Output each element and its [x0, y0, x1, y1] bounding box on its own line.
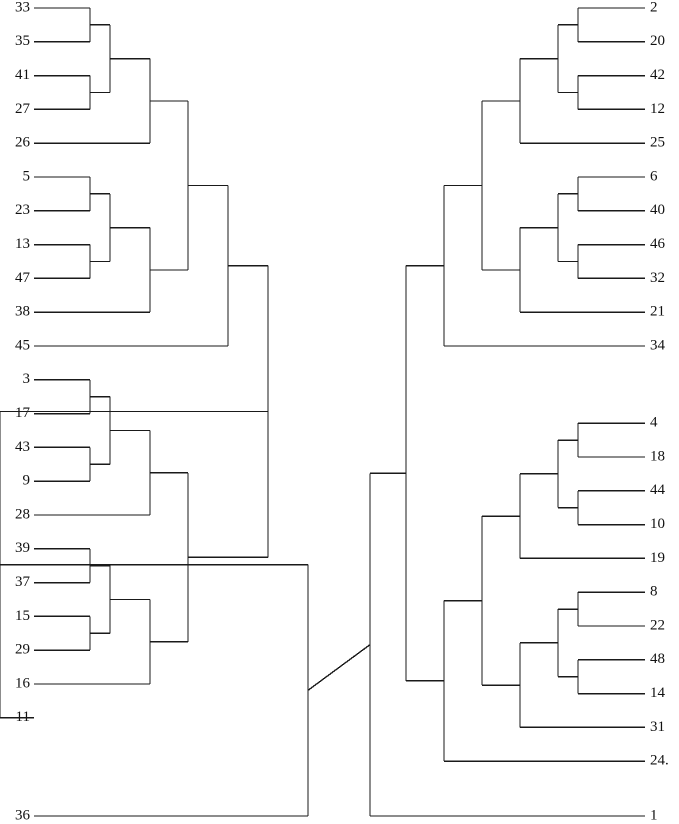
leaf-label-21: 21	[650, 304, 665, 320]
leaf-label-18: 18	[650, 448, 665, 464]
leaf-label-40: 40	[650, 202, 665, 218]
leaf-label-36: 36	[15, 807, 31, 823]
leaf-label-19: 19	[650, 550, 665, 566]
leaf-label-22: 22	[650, 617, 665, 633]
leaf-label-14: 14	[650, 685, 666, 701]
leaf-label-2: 2	[650, 0, 658, 15]
leaf-label-37: 37	[15, 574, 31, 590]
leaf-label-31: 31	[650, 719, 665, 735]
leaf-label-9: 9	[23, 473, 31, 489]
root-connector	[307, 644, 371, 691]
leaf-label-3: 3	[23, 371, 31, 387]
leaf-label-45: 45	[15, 337, 30, 353]
leaf-label-23: 23	[15, 202, 30, 218]
leaf-label-17: 17	[15, 405, 31, 421]
leaf-label-12: 12	[650, 101, 665, 117]
leaf-label-39: 39	[15, 540, 30, 556]
leaf-label-27: 27	[15, 101, 31, 117]
leaf-label-13: 13	[15, 236, 30, 252]
leaf-label-42: 42	[650, 67, 665, 83]
leaf-label-38: 38	[15, 304, 30, 320]
leaf-label-4: 4	[650, 415, 658, 431]
leaf-label-24: 24.	[650, 753, 669, 769]
leaf-label-35: 35	[15, 33, 30, 49]
leaf-label-8: 8	[650, 584, 658, 600]
leaf-label-20: 20	[650, 33, 665, 49]
leaf-label-44: 44	[650, 482, 666, 498]
leaf-label-41: 41	[15, 67, 30, 83]
leaf-label-47: 47	[15, 270, 31, 286]
leaf-label-33: 33	[15, 0, 30, 15]
leaf-label-43: 43	[15, 439, 30, 455]
leaf-label-25: 25	[650, 135, 665, 151]
leaf-label-1: 1	[650, 807, 658, 823]
leaf-label-6: 6	[650, 168, 658, 184]
leaf-label-15: 15	[15, 608, 30, 624]
leaf-label-34: 34	[650, 337, 666, 353]
leaf-label-29: 29	[15, 642, 30, 658]
leaf-label-10: 10	[650, 516, 665, 532]
leaf-label-46: 46	[650, 236, 666, 252]
leaf-label-16: 16	[15, 675, 31, 691]
leaf-label-26: 26	[15, 135, 31, 151]
leaf-label-28: 28	[15, 506, 30, 522]
leaf-label-5: 5	[23, 168, 31, 184]
leaf-label-48: 48	[650, 651, 665, 667]
leaf-label-32: 32	[650, 270, 665, 286]
